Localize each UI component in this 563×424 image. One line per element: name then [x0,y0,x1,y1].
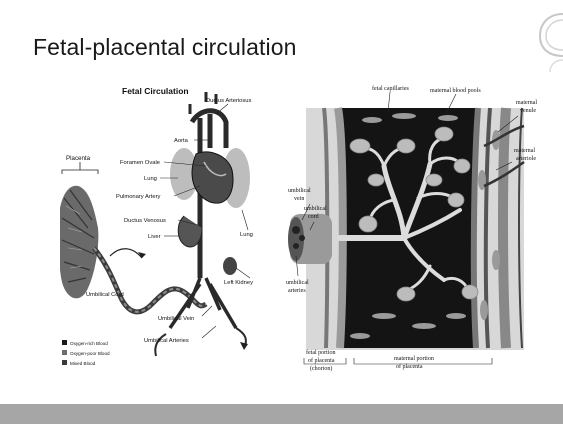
label-maternal-portion-2: of placenta [396,363,423,370]
label-fetal-portion-1: fetal portion [306,349,336,356]
fetal-circulation-title: Fetal Circulation [122,86,189,96]
label-umbilical-cord-1: umbilical [304,206,327,212]
label-foramen-ovale: Foramen Ovale [120,160,160,166]
label-placenta: Placenta [66,155,91,162]
placenta-shape [60,186,98,299]
label-aorta: Aorta [174,138,189,144]
legend-mixed: Mixed Blood [70,361,96,366]
label-lung-right: Lung [240,232,253,238]
label-umbilical-arteries-2: arteries [288,288,306,294]
label-maternal-venule-1: maternal [516,100,537,106]
label-liver: Liver [148,234,161,240]
footer-bar [0,404,563,424]
label-umbilical-cord: Umbilical Cord [86,292,124,298]
label-maternal-portion-1: maternal portion [394,356,434,362]
fetal-circulation-diagram: Fetal Circulation Placenta [60,78,300,378]
corner-logo-icon [530,8,563,80]
label-fetal-portion-3: (chorion) [310,365,332,372]
label-lung-left: Lung [144,176,157,182]
label-maternal-arteriole-2: arteriole [516,156,536,162]
slide-title: Fetal-placental circulation [33,34,297,61]
label-fetal-capillaries: fetal capillaries [372,85,409,92]
label-ductus-arteriosus: Ductus Arteriosus [206,98,252,104]
label-maternal-blood-pools: maternal blood pools [430,88,481,94]
label-umbilical-cord-2: cord [308,214,319,220]
label-umbilical-arteries-1: umbilical [286,280,309,286]
label-pulmonary-artery: Pulmonary Artery [116,194,161,200]
label-left-kidney: Left Kidney [224,280,253,286]
blood-legend: Oxygen-rich Blood Oxygen-poor Blood Mixe… [62,340,110,366]
label-ductus-venosus: Ductus Venosus [124,218,166,224]
label-umbilical-vein-2: vein [294,196,304,202]
placenta-cross-section-diagram: fetal capillaries maternal blood pools m… [284,80,563,380]
legend-oxygen-poor: Oxygen-poor Blood [70,351,110,356]
label-maternal-venule-2: venule [520,108,536,114]
label-umbilical-vein-1: umbilical [288,188,311,194]
label-maternal-arteriole-1: maternal [514,148,535,154]
legend-oxygen-rich: Oxygen-rich Blood [70,341,108,346]
label-umbilical-vein: Umbilical Vein [158,316,194,322]
label-fetal-portion-2: of placenta [308,357,335,364]
umbilical-cord-stub [288,214,332,264]
label-umbilical-arteries: Umbilical Arteries [144,338,189,344]
